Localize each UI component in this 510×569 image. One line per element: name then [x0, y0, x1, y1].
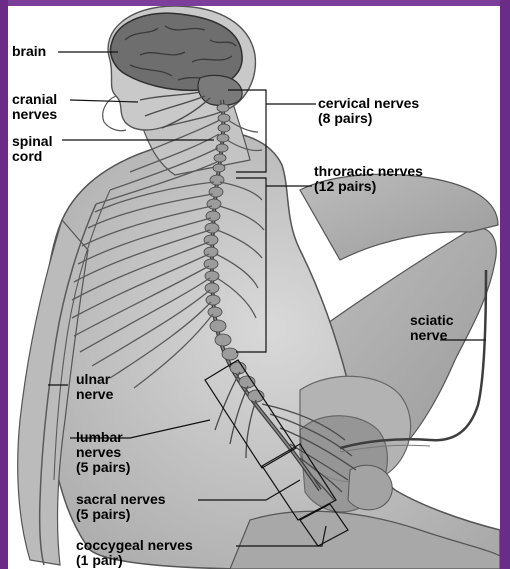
label-sacral-line-2: (5 pairs)	[76, 507, 166, 522]
label-spinal-cord: spinal cord	[12, 134, 52, 164]
label-cervical-line-1: cervical nerves	[318, 96, 419, 111]
label-brain-text: brain	[12, 44, 46, 59]
label-sacral-line-1: sacral nerves	[76, 492, 166, 507]
label-sciatic-line-2: nerve	[410, 328, 454, 343]
label-cranial-nerves: cranial nerves	[12, 92, 57, 122]
label-sciatic-line-1: sciatic	[410, 313, 454, 328]
label-coccygeal-nerves: coccygeal nerves (1 pair)	[76, 538, 193, 568]
label-ulnar-nerve: ulnar nerve	[76, 372, 113, 402]
anatomy-drawing	[8, 6, 500, 569]
label-sciatic-nerve: sciatic nerve	[410, 313, 454, 343]
label-thoracic-line-1: throracic nerves	[314, 164, 423, 179]
label-thoracic-nerves: throracic nerves (12 pairs)	[314, 164, 423, 194]
label-lumbar-line-1: lumbar	[76, 430, 130, 445]
label-cranial-line-2: nerves	[12, 107, 57, 122]
label-lumbar-line-3: (5 pairs)	[76, 460, 130, 475]
label-thoracic-line-2: (12 pairs)	[314, 179, 423, 194]
femur-head	[348, 465, 392, 510]
label-ulnar-line-2: nerve	[76, 387, 113, 402]
nervous-system-illustration: brain cranial nerves spinal cord cervica…	[8, 6, 500, 569]
label-ulnar-line-1: ulnar	[76, 372, 113, 387]
right-frame-bar	[500, 0, 510, 569]
left-frame-bar	[0, 0, 8, 569]
label-coccygeal-line-1: coccygeal nerves	[76, 538, 193, 553]
label-spinal-line-1: spinal	[12, 134, 52, 149]
label-lumbar-line-2: nerves	[76, 445, 130, 460]
label-lumbar-nerves: lumbar nerves (5 pairs)	[76, 430, 130, 475]
label-coccygeal-line-2: (1 pair)	[76, 553, 193, 568]
label-sacral-nerves: sacral nerves (5 pairs)	[76, 492, 166, 522]
label-brain: brain	[12, 44, 46, 59]
label-spinal-line-2: cord	[12, 149, 52, 164]
label-cranial-line-1: cranial	[12, 92, 57, 107]
label-cervical-nerves: cervical nerves (8 pairs)	[318, 96, 419, 126]
label-cervical-line-2: (8 pairs)	[318, 111, 419, 126]
